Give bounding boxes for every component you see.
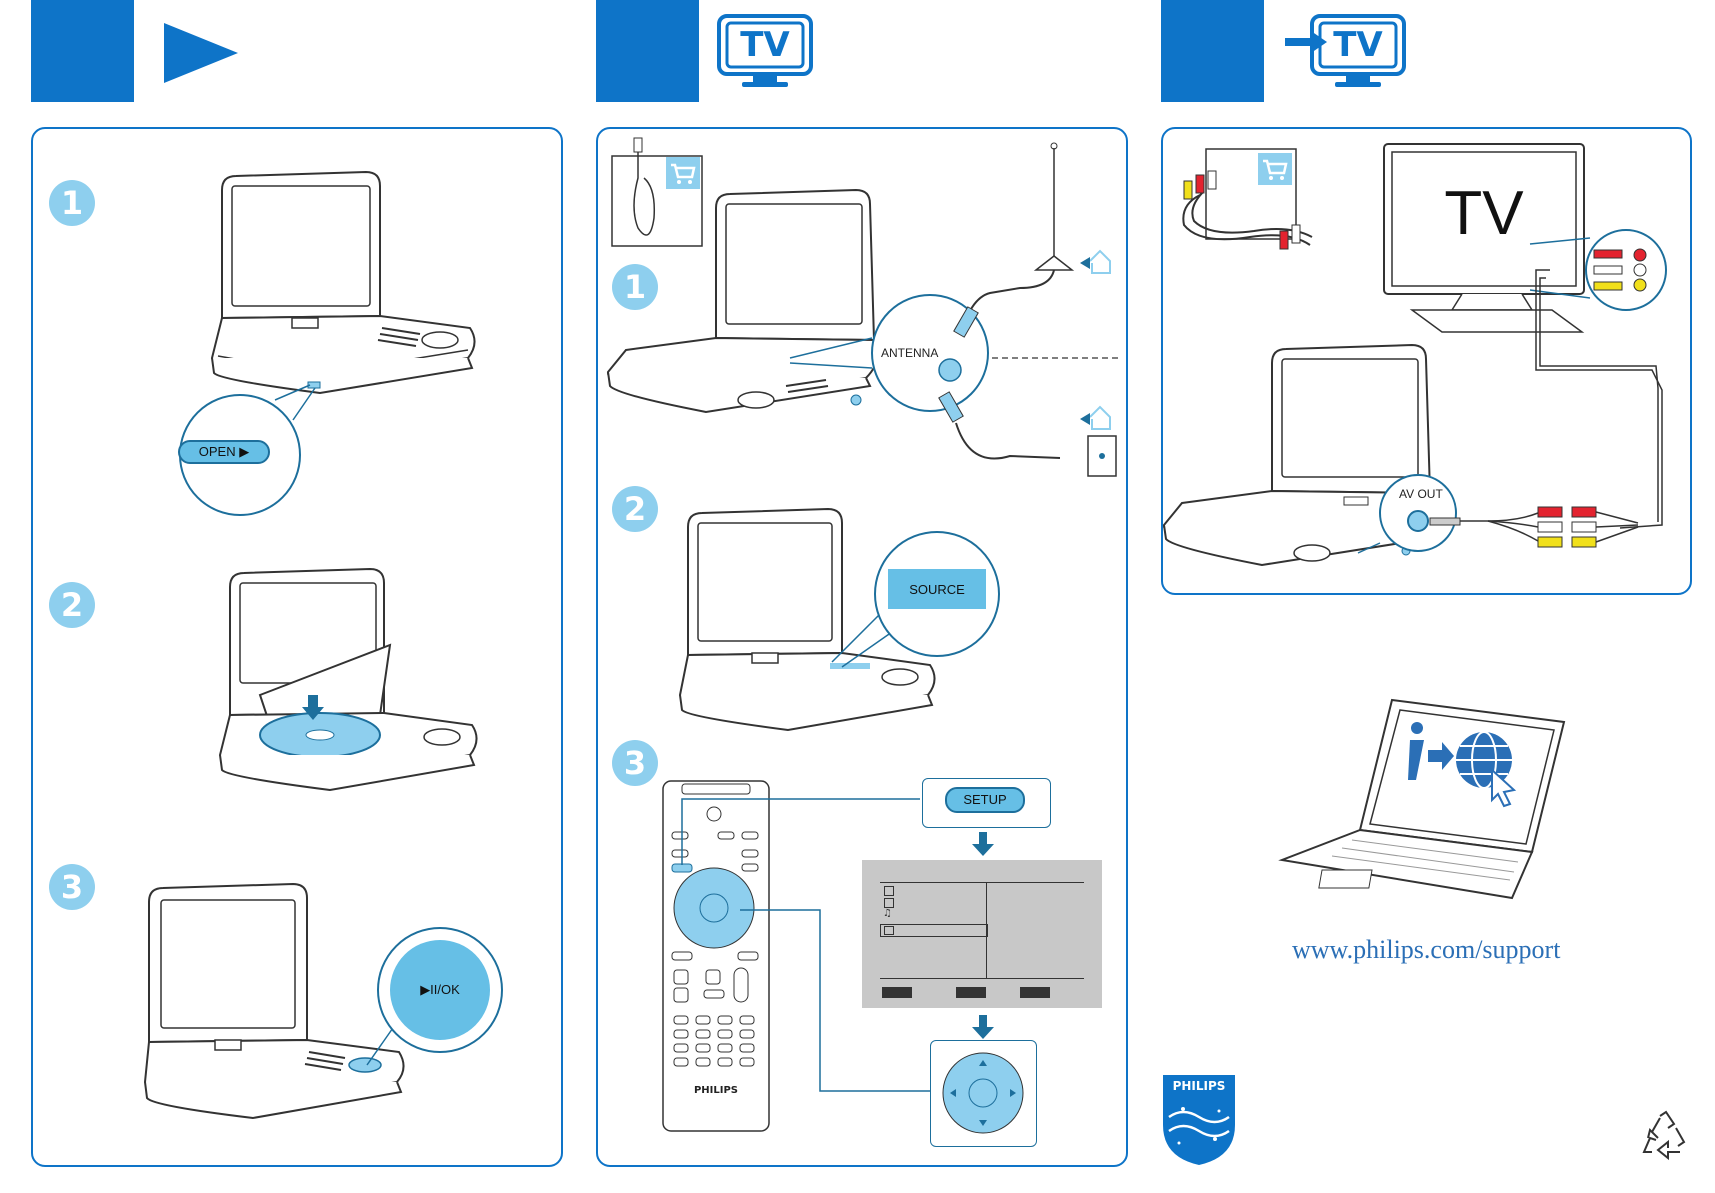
av-out-label: AV OUT — [1399, 487, 1443, 501]
globe-info-icon — [1408, 722, 1517, 808]
philips-shield-logo: PHILIPS — [1161, 1073, 1237, 1167]
player-illustration-open — [210, 170, 476, 395]
nav-pad[interactable] — [942, 1052, 1024, 1134]
header-block-play-left — [31, 0, 134, 102]
step-number: 3 — [612, 740, 658, 786]
tv-av-inputs-callout — [1529, 229, 1667, 311]
shopping-cart-icon — [666, 157, 700, 189]
shopping-cart-icon — [1258, 153, 1292, 185]
antenna-label: ANTENNA — [881, 346, 939, 360]
tv-out-icon-label: TV — [1333, 25, 1383, 65]
play-arrow-icon — [164, 23, 238, 83]
header-block-tvout-left — [1161, 0, 1264, 102]
recycle-icon — [1642, 1110, 1686, 1161]
support-url-link[interactable]: www.philips.com/support — [1292, 935, 1561, 964]
music-note-icon: ♫ — [883, 908, 892, 919]
arrow-down-icon — [972, 1015, 994, 1039]
av-out-callout — [1357, 474, 1639, 554]
zoom-callout-play — [366, 927, 503, 1066]
av-cable-run — [1535, 269, 1663, 529]
callout-lines-remote — [681, 798, 930, 1092]
antenna-cable-accessory — [611, 137, 703, 247]
arrow-down-icon — [972, 832, 994, 856]
step-number: 1 — [612, 264, 658, 310]
tv-icon: TV — [716, 13, 814, 89]
header-block-tv-left — [596, 0, 699, 102]
player-illustration-av — [1163, 343, 1435, 567]
setup-menu-screen: ♫ — [862, 860, 1102, 1008]
tv-icon-label: TV — [740, 25, 790, 65]
source-button[interactable]: SOURCE — [909, 582, 965, 597]
setup-button[interactable]: SETUP — [945, 787, 1025, 813]
home-icon — [1080, 249, 1111, 274]
step-number: 1 — [49, 180, 95, 226]
player-illustration-source — [678, 507, 936, 732]
step-number: 2 — [49, 582, 95, 628]
play-ok-button[interactable]: ▶II/OK — [420, 982, 460, 997]
step-number: 3 — [49, 864, 95, 910]
tv-illustration — [1383, 143, 1585, 333]
player-illustration-play — [143, 882, 405, 1120]
tv-out-icon: TV — [1285, 13, 1407, 89]
open-button[interactable]: OPEN ▶ — [178, 440, 270, 464]
av-cable-accessory — [1182, 148, 1313, 250]
remote-control — [662, 780, 770, 1132]
antenna-connection-diagram — [789, 142, 1118, 477]
player-illustration-disc — [218, 567, 478, 792]
tv-screen-text: TV — [1444, 179, 1524, 248]
step-number: 2 — [612, 486, 658, 532]
home-icon — [1080, 405, 1111, 430]
zoom-callout-source — [831, 531, 1000, 668]
remote-brand: PHILIPS — [693, 1085, 739, 1096]
philips-logo-text: PHILIPS — [1172, 1079, 1226, 1093]
